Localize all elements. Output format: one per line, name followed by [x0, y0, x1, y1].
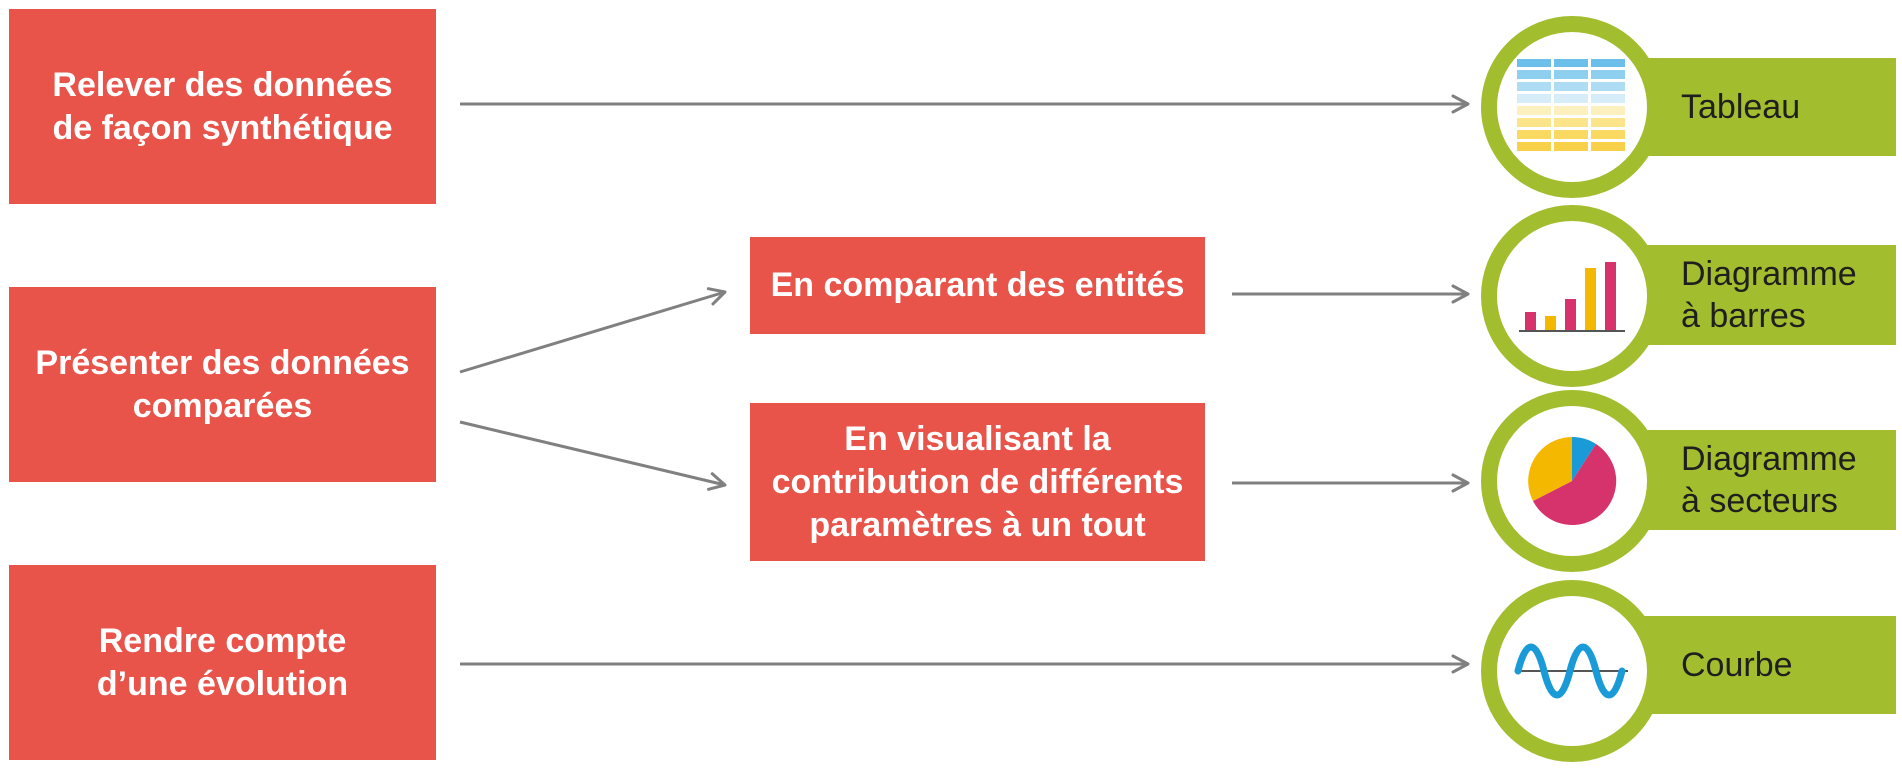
output-label: Diagramme — [1681, 440, 1857, 478]
box-text-line: Relever des données — [52, 65, 393, 104]
output-icon-circle — [1481, 390, 1663, 572]
box-text-line: contribution de différents — [771, 462, 1184, 501]
box-text-line: paramètres à un tout — [809, 505, 1146, 544]
output-label-bar: Diagramme à barres — [1631, 245, 1896, 345]
table-icon — [1517, 59, 1625, 151]
pie-chart-icon — [1528, 436, 1617, 526]
box-text-line: de façon synthétique — [52, 108, 393, 147]
box-text-line: En visualisant la — [844, 419, 1111, 458]
output-label: Diagramme — [1681, 255, 1857, 293]
output-icon-circle — [1481, 580, 1663, 762]
output-icon-circle — [1481, 205, 1663, 387]
arrow-to-visualising — [459, 420, 727, 491]
box-compared-data: Présenter des données comparées — [9, 287, 436, 482]
box-synthetic-data: Relever des données de façon synthétique — [9, 9, 436, 204]
box-text-line: Rendre compte — [98, 621, 347, 660]
wave-curve-icon — [1514, 643, 1628, 699]
box-text-line: En comparant des entités — [770, 266, 1185, 304]
arrow-to-comparing — [459, 287, 727, 374]
output-label: à barres — [1681, 297, 1806, 335]
box-evolution: Rendre compte d’une évolution — [9, 565, 436, 760]
box-text-line: Présenter des données — [35, 343, 410, 382]
output-label-bar: Courbe — [1631, 616, 1896, 714]
box-contribution-parts: En visualisant la contribution de différ… — [750, 403, 1205, 561]
box-comparing-entities: En comparant des entités — [750, 237, 1205, 334]
box-text-line: d’une évolution — [96, 664, 349, 703]
bar-chart-icon — [1519, 262, 1625, 332]
box-text-line: comparées — [132, 386, 313, 425]
output-label-bar: Diagramme à secteurs — [1631, 430, 1896, 530]
output-icon-circle — [1481, 16, 1663, 198]
output-label-bar: Tableau — [1631, 58, 1896, 156]
output-label: Tableau — [1681, 88, 1801, 126]
output-label: Courbe — [1681, 646, 1793, 684]
output-label: à secteurs — [1681, 482, 1838, 520]
